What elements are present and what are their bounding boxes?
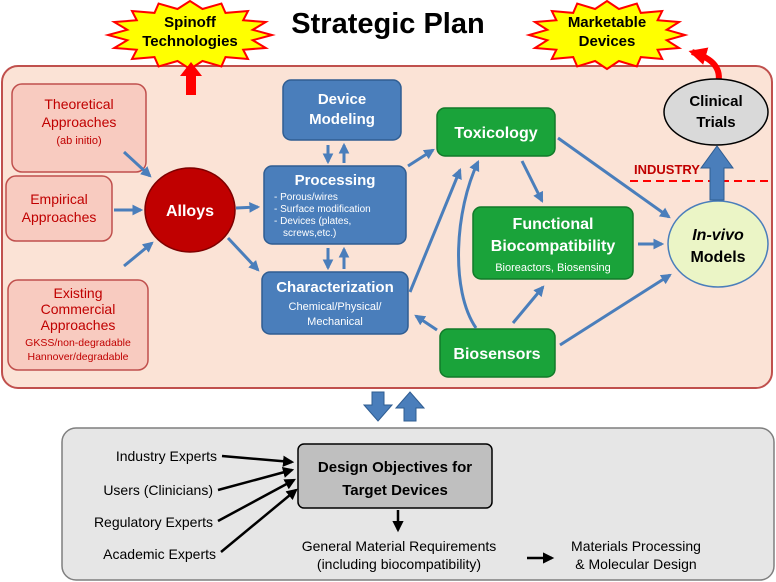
- functional-line-2: Biocompatibility: [491, 238, 616, 255]
- materials-line-1: Materials Processing: [571, 538, 701, 554]
- clinical-trials-node: Clinical Trials: [663, 78, 769, 146]
- existing-line-5: Hannover/degradable: [28, 351, 129, 363]
- processing-item-4: screws,etc.): [283, 228, 336, 239]
- device-modeling-line-2: Modeling: [309, 111, 375, 128]
- existing-line-3: Approaches: [41, 317, 116, 333]
- empirical-box: Empirical Approaches: [5, 175, 113, 242]
- invivo-node: In-vivo Models: [667, 200, 769, 288]
- requirements-line-1: General Material Requirements: [302, 538, 497, 554]
- processing-box: Processing - Porous/wires - Surface modi…: [263, 165, 407, 245]
- existing-box: Existing Commercial Approaches GKSS/non-…: [7, 279, 149, 371]
- alloys-label: Alloys: [166, 203, 214, 220]
- spinoff-line-2: Technologies: [142, 33, 238, 50]
- device-modeling-line-1: Device: [318, 91, 366, 108]
- toxicology-label: Toxicology: [454, 125, 537, 142]
- processing-item-3: - Devices (plates,: [274, 216, 351, 227]
- theoretical-line-2: Approaches: [42, 114, 117, 130]
- invivo-line-1: In-vivo: [692, 227, 744, 244]
- theoretical-box: Theoretical Approaches (ab initio): [11, 83, 147, 173]
- down-block-arrow: [362, 391, 394, 422]
- up-block-arrow: [394, 391, 426, 422]
- existing-line-1: Existing: [53, 285, 102, 301]
- industry-label: INDUSTRY: [634, 162, 700, 177]
- theoretical-line-1: Theoretical: [44, 96, 113, 112]
- toxicology-box: Toxicology: [436, 107, 556, 157]
- requirements-line-2: (including biocompatibility): [317, 556, 481, 572]
- spinoff-starburst: Spinoff Technologies: [104, 0, 276, 71]
- expert-industry: Industry Experts: [116, 448, 217, 464]
- flow-arrows: [114, 136, 672, 347]
- empirical-line-1: Empirical: [30, 191, 88, 207]
- expert-academic: Academic Experts: [103, 546, 216, 562]
- characterization-line-2: Mechanical: [307, 316, 363, 328]
- clinical-line-1: Clinical: [689, 93, 742, 110]
- diagram-title: Strategic Plan: [291, 8, 484, 40]
- processing-item-2: - Surface modification: [274, 204, 371, 215]
- device-modeling-box: Device Modeling: [282, 79, 402, 141]
- processing-title: Processing: [295, 172, 376, 189]
- existing-line-4: GKSS/non-degradable: [25, 337, 131, 349]
- characterization-title: Characterization: [276, 279, 394, 296]
- existing-line-2: Commercial: [41, 301, 116, 317]
- expert-regulatory: Regulatory Experts: [94, 514, 213, 530]
- theoretical-line-3: (ab initio): [56, 135, 101, 147]
- marketable-line-2: Devices: [579, 33, 636, 50]
- design-title-line-1: Design Objectives for: [318, 459, 472, 476]
- processing-item-1: - Porous/wires: [274, 192, 338, 203]
- spinoff-arrow: [180, 62, 202, 95]
- design-title-line-2: Target Devices: [342, 482, 448, 499]
- invivo-line-2: Models: [690, 249, 745, 266]
- characterization-box: Characterization Chemical/Physical/ Mech…: [261, 271, 409, 335]
- spinoff-line-1: Spinoff: [164, 14, 217, 31]
- functional-box: Functional Biocompatibility Bioreactors,…: [472, 206, 634, 280]
- empirical-line-2: Approaches: [22, 209, 97, 225]
- design-objectives-box: Design Objectives for Target Devices: [297, 443, 493, 509]
- marketable-line-1: Marketable: [568, 14, 646, 31]
- materials-line-2: & Molecular Design: [575, 556, 696, 572]
- alloys-node: Alloys: [144, 167, 236, 253]
- biosensors-label: Biosensors: [453, 346, 540, 363]
- invivo-to-clinical-arrow: [700, 145, 734, 201]
- expert-arrows: [217, 454, 555, 564]
- functional-line-1: Functional: [513, 216, 594, 233]
- biosensors-box: Biosensors: [439, 328, 556, 378]
- clinical-line-2: Trials: [696, 114, 735, 131]
- marketable-starburst: Marketable Devices: [525, 0, 689, 71]
- characterization-line-1: Chemical/Physical/: [289, 301, 383, 313]
- functional-sub: Bioreactors, Biosensing: [495, 262, 611, 274]
- expert-users: Users (Clinicians): [103, 482, 213, 498]
